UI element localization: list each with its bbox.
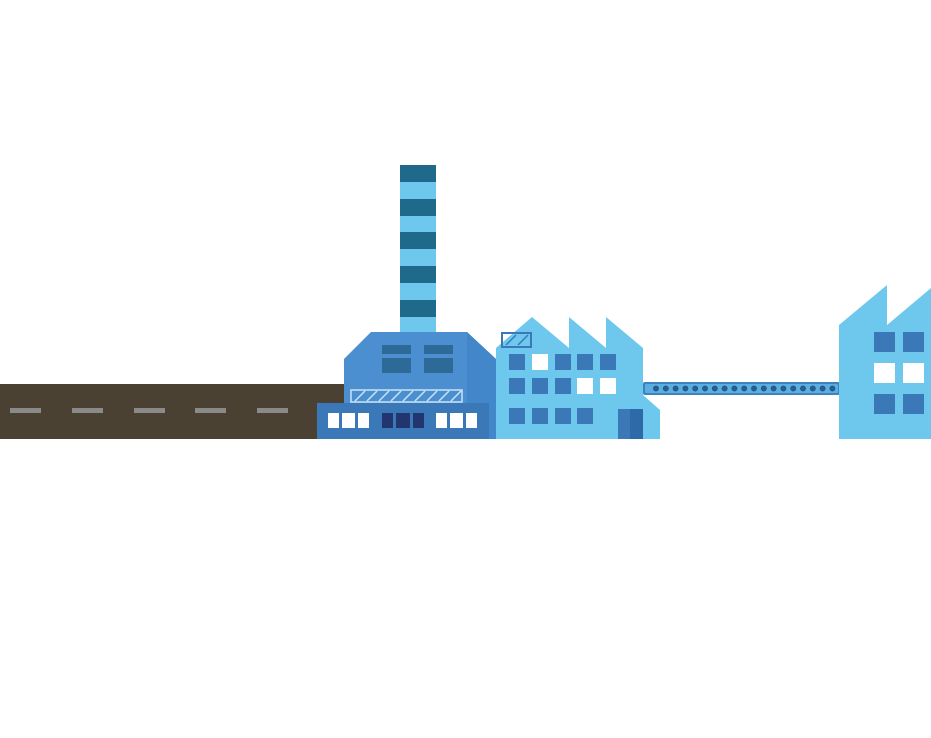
conveyor-roller [829,385,836,392]
conveyor-roller [662,385,669,392]
main-factory [317,332,496,439]
conveyor-roller [819,385,826,392]
conveyor-roller [711,385,718,392]
sawtooth-factory [496,317,660,439]
conveyor-roller [780,385,787,392]
sawtooth-windows [509,354,616,424]
conveyor-roller [770,385,777,392]
conveyor-roller [672,385,679,392]
conveyor-roller [682,385,689,392]
right-factory [839,285,931,439]
chimney [400,165,436,335]
conveyor-roller [751,385,757,392]
conveyor-roller [653,385,659,392]
conveyor-roller [721,385,728,392]
truss-band [350,389,463,403]
conveyor-roller [809,385,816,392]
conveyor-roller [741,385,748,392]
conveyor-roller [731,385,738,392]
conveyor-roller [790,385,797,392]
conveyor-roller [692,385,699,392]
conveyor-roller [800,385,806,392]
road-dashes [10,408,288,413]
conveyor-belt [643,382,840,395]
conveyor-roller [760,385,767,392]
road [0,384,346,439]
conveyor-roller [702,385,708,392]
base-windows [328,413,477,428]
